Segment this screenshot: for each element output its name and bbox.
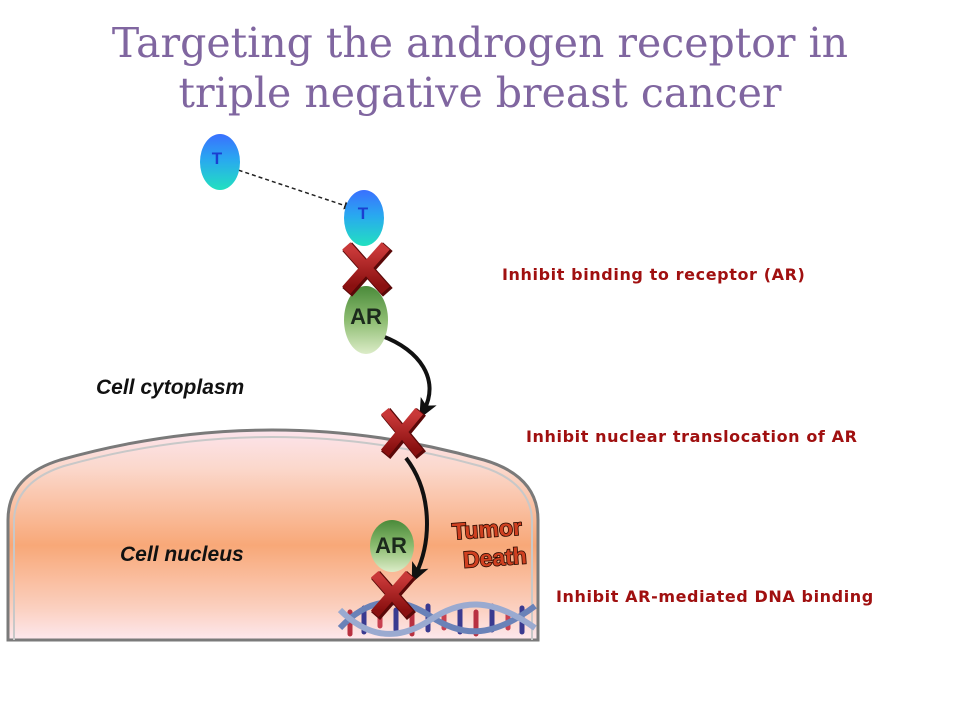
testosterone-bound [344,190,384,246]
cell-cytoplasm-label: Cell cytoplasm [96,376,245,399]
inhibit-binding-text: Inhibit binding to receptor (AR) [502,265,806,284]
tumor-death-label: Tumor Death [450,513,528,574]
androgen-receptor-nucleus [370,520,414,572]
testosterone-free-label: T [212,149,223,168]
title-line-2: triple negative breast cancer [178,69,782,117]
androgen-receptor-nucleus-label: AR [375,533,407,558]
translocation-arrow [381,334,437,419]
androgen-receptor-cytoplasm [344,286,388,354]
testosterone-free [200,134,240,190]
page-title: Targeting the androgen receptor in tripl… [0,18,960,118]
dna-binding-arrow [404,456,429,584]
androgen-receptor-cytoplasm-label: AR [350,304,382,329]
title-line-1: Targeting the androgen receptor in [111,19,849,67]
inhibit-dna-binding-text: Inhibit AR-mediated DNA binding [556,587,874,606]
cell-nucleus-label: Cell nucleus [120,543,244,566]
testosterone-bound-label: T [358,204,369,223]
tumor-death-line-1: Tumor [451,514,523,545]
x-mark-binding [342,242,393,297]
dna-helix [337,599,537,637]
x-mark-dna-binding [370,570,416,620]
inhibit-translocation-text: Inhibit nuclear translocation of AR [526,427,858,446]
dashed-arrow [231,167,353,210]
tumor-death-line-2: Death [462,542,528,572]
x-mark-translocation [380,407,426,459]
